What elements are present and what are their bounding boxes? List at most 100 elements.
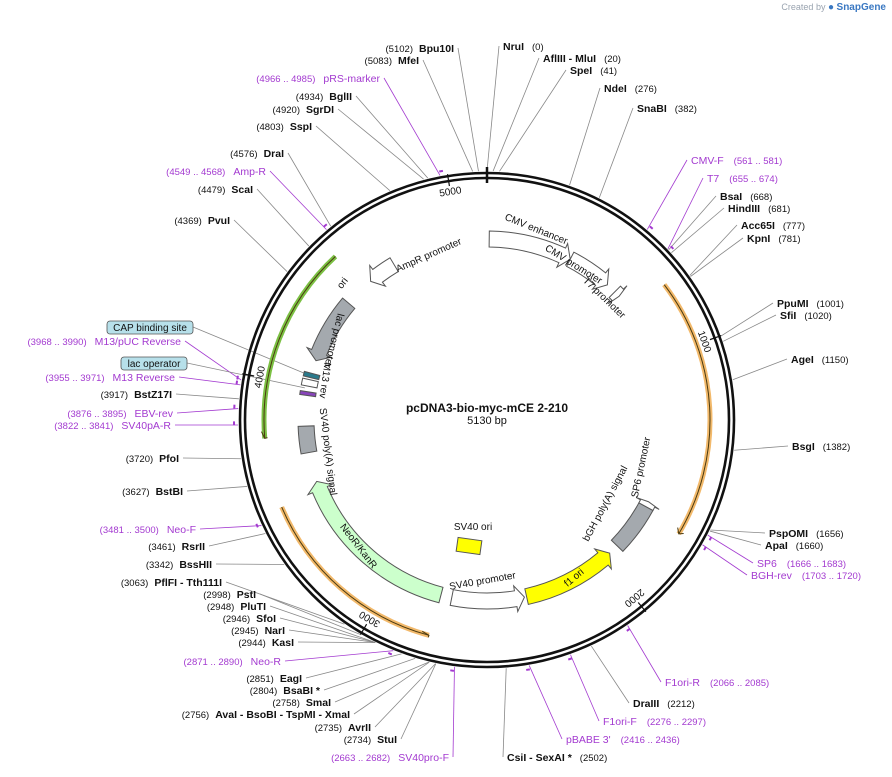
leader-line [502, 668, 507, 758]
leader-line [323, 658, 416, 691]
primer-bgh-rev: BGH-rev(1703 .. 1720) [751, 570, 861, 582]
primer-mark [649, 225, 654, 230]
primer-f1ori-f: F1ori-F(2276 .. 2297) [603, 716, 706, 728]
feature-sv40-promoter [449, 584, 526, 614]
leader-line [400, 663, 437, 740]
feature-label-ampr-promoter: AmpR promoter [395, 236, 465, 275]
enzyme-drai: (4576)DraI [230, 148, 284, 160]
enzyme-smai: (2758)SmaI [272, 697, 331, 709]
primer-mark [323, 223, 328, 228]
leader-line [305, 653, 402, 679]
tick-mark [709, 334, 722, 341]
tick-mark [637, 602, 647, 613]
leader-line [334, 661, 429, 703]
leader-line [721, 302, 774, 337]
primer-sv40pa-r: (3822 .. 3841)SV40pA-R [54, 420, 171, 432]
primer-f1ori-r: F1ori-R(2066 .. 2085) [665, 677, 769, 689]
enzyme-acc65i: Acc65I(777) [741, 220, 805, 232]
leader-line [287, 152, 332, 227]
enzyme-stui: (2734)StuI [344, 734, 397, 746]
enzyme-ppumi: PpuMI(1001) [777, 298, 844, 310]
leader-line [315, 125, 391, 192]
enzyme-pluti: (2948)PluTI [207, 601, 266, 613]
leader-line [176, 408, 239, 414]
feature-sv40-poly-a-signal [297, 425, 318, 455]
enzyme-spei: SpeI(41) [570, 65, 617, 77]
leader-line [284, 650, 394, 662]
enzyme-eagi: (2851)EagI [246, 673, 302, 685]
leader-line [184, 340, 242, 381]
feature-sp6-promoter [635, 496, 660, 512]
tick-label: 4000 [253, 365, 268, 389]
snapgene-branding: Created by ● SnapGene [781, 2, 886, 13]
enzyme-scai: (4479)ScaI [198, 184, 253, 196]
enzyme-nrui: NruI(0) [503, 41, 544, 53]
leader-line [590, 645, 630, 704]
primer-neo-f: (3481 .. 3500)Neo-F [100, 524, 196, 536]
leader-line [499, 69, 567, 172]
enzyme-psti: (2998)PstI [203, 589, 256, 601]
branding-prefix: Created by [781, 2, 826, 12]
feature-ori [305, 297, 356, 362]
primer-mark [703, 546, 707, 551]
leader-line [208, 533, 266, 547]
enzyme-ndei: NdeI(276) [604, 83, 657, 95]
leader-line [570, 654, 600, 722]
branding-product: SnapGene [836, 2, 886, 13]
enzyme-nari: (2945)NarI [231, 625, 285, 637]
leader-line [528, 665, 563, 740]
feature-arcs [297, 230, 660, 614]
enzyme-csii-sexai: CsiI - SexAI *(2502) [507, 752, 607, 764]
orf-arc [279, 506, 430, 638]
leader-line [288, 629, 376, 643]
feature-cmv-enhancer [488, 230, 571, 269]
enzyme-hindiii: HindIII(681) [728, 203, 790, 215]
feature-f1-ori [524, 548, 613, 606]
enzyme-agei: AgeI(1150) [791, 354, 849, 366]
feature-label-sv40-promoter: SV40 promoter [448, 570, 517, 593]
orf-arcs [261, 254, 713, 638]
primer-amp-r: (4549 .. 4568)Amp-R [166, 166, 266, 178]
enzyme-rsrii: (3461)RsrII [148, 541, 205, 553]
boxed-label-lac-operator [120, 356, 188, 371]
enzyme-sgrdi: (4920)SgrDI [273, 104, 335, 116]
primer-neo-r: (2871 .. 2890)Neo-R [184, 656, 282, 668]
primer-mark [708, 536, 713, 541]
enzyme-mfei: (5083)MfeI [365, 55, 420, 67]
leader-line [199, 525, 262, 530]
feature-label-ori: ori [335, 276, 351, 292]
primer-mark [235, 380, 239, 385]
primer-sv40pro-f: (2663 .. 2682)SV40pro-F [331, 752, 449, 764]
feature-t7-promoter [607, 285, 628, 305]
orf-arrowhead [422, 630, 430, 638]
enzyme-bsabi: (2804)BsaBI * [250, 685, 321, 697]
primer-m13-puc-reverse: (3968 .. 3990)M13/pUC Reverse [27, 336, 181, 348]
primer-mark [526, 668, 531, 671]
leader-line [256, 188, 310, 247]
primer-t7: T7(655 .. 674) [707, 173, 778, 185]
boxed-label-text: lac operator [128, 359, 181, 370]
leader-line [667, 177, 704, 250]
plasmid-title: pcDNA3-bio-myc-mCE 2-210 [406, 401, 568, 415]
plasmid-center-labels: pcDNA3-bio-myc-mCE 2-210 5130 bp [406, 401, 568, 427]
primer-mark [450, 669, 455, 672]
tick-mark [242, 373, 255, 377]
primer-m13-reverse: (3955 .. 3971)M13 Reverse [45, 372, 175, 384]
leader-line [186, 486, 248, 492]
leader-line [690, 237, 744, 277]
enzyme-bpu10i: (5102)Bpu10I [386, 43, 455, 55]
primer-pbabe-3: pBABE 3'(2416 .. 2436) [566, 734, 680, 746]
leader-line [732, 358, 788, 381]
primer-mark [255, 523, 259, 528]
primer-prs-marker: (4966 .. 4985)pRS-marker [256, 73, 380, 85]
leader-line [353, 661, 430, 715]
boxed-label-text: CAP binding site [113, 323, 187, 334]
enzyme-sfoi: (2946)SfoI [223, 613, 276, 625]
orf-arrowhead [261, 431, 268, 440]
leader-line [337, 108, 424, 180]
leader-line [182, 457, 242, 460]
enzyme-bsai: BsaI(668) [720, 191, 772, 203]
leader-line [178, 376, 241, 386]
